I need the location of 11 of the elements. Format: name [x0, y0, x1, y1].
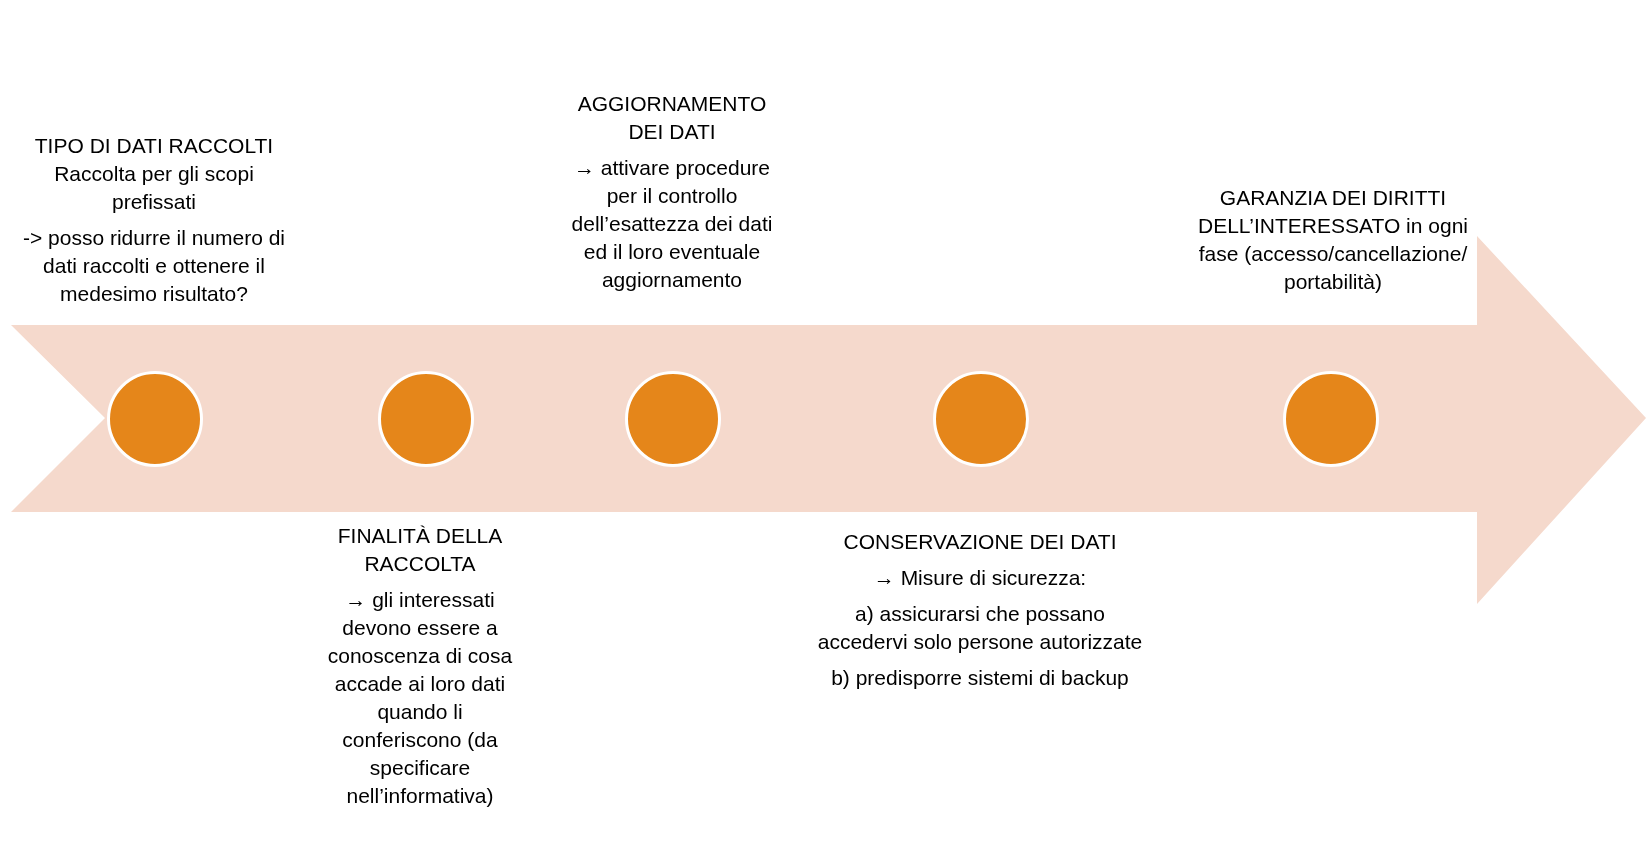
- timeline-text: → Misure di sicurezza:: [872, 565, 1088, 591]
- timeline-text: a) assicurarsi che possano accedervi solo persone autorizzate: [816, 601, 1144, 655]
- timeline-text: → attivare procedure per il controllo dell’esattezza dei dati ed il loro eventuale aggiornamento: [570, 155, 774, 293]
- timeline-text: FINALITÀ DELLA RACCOLTA: [336, 523, 504, 577]
- timeline-text: AGGIORNAMENTO DEI DATI: [576, 91, 768, 145]
- timeline-text: TIPO DI DATI RACCOLTI Raccolta per gli scopi prefissati: [33, 133, 275, 215]
- timeline-text: GARANZIA DEI DIRITTI DELL’INTERESSATO in ogni fase (accesso/cancellazione/ portabilità): [1197, 185, 1469, 295]
- timeline-text: b) predisporre sistemi di backup: [830, 665, 1130, 691]
- timeline-text: → gli interessati devono essere a conoscenza di cosa accade ai loro dati quando li conferiscono (da specificare nell’informativa): [326, 587, 514, 809]
- timeline-text: CONSERVAZIONE DEI DATI: [842, 529, 1118, 555]
- timeline-text: -> posso ridurre il numero di dati raccolti e ottenere il medesimo risultato?: [22, 225, 286, 307]
